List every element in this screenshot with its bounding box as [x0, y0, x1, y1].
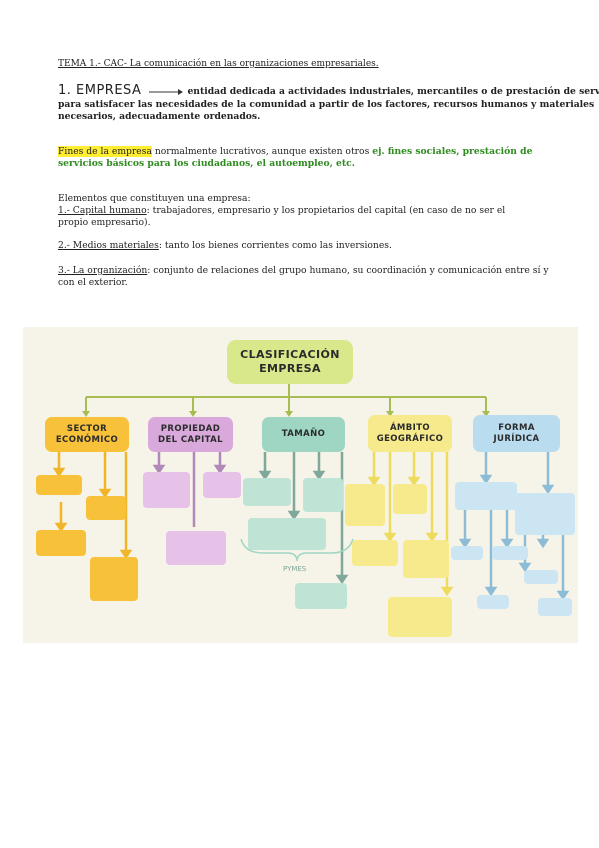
document-title-text: TEMA 1.- CAC- La comunicación en las org…	[58, 59, 379, 69]
elemento-1-text: : trabajadores, empresario y los propiet…	[146, 205, 506, 216]
clasificacion-mindmap: CLASIFICACIÓN EMPRESA SECTOR ECONÓMICO P…	[23, 327, 578, 643]
elemento-2-text: : tanto los bienes corrientes como las i…	[158, 240, 392, 251]
forma-subbox	[515, 493, 575, 535]
tamano-subbox	[248, 518, 326, 550]
elemento-3-text2: con el exterior.	[58, 277, 128, 288]
ambito-subbox	[352, 540, 398, 566]
elemento-3: 3.- La organización: conjunto de relacio…	[58, 265, 549, 278]
mindmap-title-line2: EMPRESA	[259, 362, 321, 375]
sector-subbox	[86, 496, 126, 520]
empresa-definition-text1: entidad dedicada a actividades industria…	[187, 86, 599, 97]
ambito-subbox	[403, 540, 449, 578]
mindmap-title-line1: CLASIFICACIÓN	[240, 348, 340, 361]
elemento-2-label: 2.- Medios materiales	[58, 240, 159, 251]
ambito-subbox	[393, 484, 427, 514]
propiedad-subbox	[166, 531, 226, 565]
propiedad-subbox	[143, 472, 190, 508]
tamano-subbox	[295, 583, 347, 609]
fines-label: Fines de la empresa	[58, 146, 152, 157]
category-label: FORMA	[498, 422, 535, 433]
propiedad-subbox	[203, 472, 241, 498]
fines-example1: ej. fines sociales, prestación de	[372, 146, 533, 157]
forma-subbox	[451, 546, 483, 560]
ambito-subbox	[345, 484, 385, 526]
pymes-label: PYMES	[283, 565, 307, 573]
fines-line1: Fines de la empresa normalmente lucrativ…	[58, 146, 532, 159]
empresa-definition-line1: 1. EMPRESA entidad dedicada a actividades…	[58, 83, 599, 99]
category-label: JURÍDICA	[493, 433, 540, 444]
forma-subbox	[538, 598, 572, 616]
empresa-definition-line3: necesarios, adecuadamente ordenados.	[58, 111, 261, 122]
elementos-intro: Elementos que constituyen una empresa:	[58, 193, 251, 204]
category-forma-juridica: FORMA JURÍDICA	[473, 415, 560, 452]
forma-subbox	[455, 482, 517, 510]
document-title: TEMA 1.- CAC- La comunicación en las org…	[58, 58, 379, 71]
category-tamano: TAMAÑO	[262, 417, 345, 452]
category-label: TAMAÑO	[281, 429, 326, 439]
category-propiedad-capital: PROPIEDAD DEL CAPITAL	[148, 417, 233, 452]
category-label: ÁMBITO	[389, 422, 431, 433]
elemento-1: 1.- Capital humano: trabajadores, empres…	[58, 205, 505, 218]
category-label: SECTOR	[66, 423, 108, 434]
fines-example2: servicios básicos para los ciudadanos, e…	[58, 158, 355, 169]
fines-text: normalmente lucrativos, aunque existen o…	[151, 146, 373, 157]
ambito-subbox	[388, 597, 452, 637]
tamano-subbox	[243, 478, 291, 506]
category-label: PROPIEDAD	[160, 423, 221, 434]
category-label: ECONÓMICO	[55, 434, 119, 445]
elemento-2: 2.- Medios materiales: tanto los bienes …	[58, 240, 392, 253]
mindmap-title: CLASIFICACIÓN EMPRESA	[227, 340, 353, 384]
forma-subbox	[477, 595, 509, 609]
category-sector-economico: SECTOR ECONÓMICO	[45, 417, 129, 452]
forma-subbox	[492, 546, 528, 560]
sector-subbox	[36, 530, 86, 556]
empresa-heading: 1. EMPRESA	[58, 83, 142, 98]
tamano-subbox	[303, 478, 343, 512]
category-ambito-geografico: ÁMBITO GEOGRÁFICO	[368, 415, 452, 452]
sector-subbox	[36, 475, 82, 495]
arrow-right-icon	[149, 88, 184, 95]
elemento-1-label: 1.- Capital humano	[58, 205, 147, 216]
empresa-definition-line2: para satisfacer las necesidades de la co…	[58, 99, 595, 110]
category-label: DEL CAPITAL	[158, 434, 223, 445]
elemento-1-text2: propio empresario).	[58, 217, 151, 228]
elemento-3-label: 3.- La organización	[58, 265, 148, 276]
sector-subbox	[90, 557, 138, 601]
mindmap-connectors	[52, 384, 570, 601]
elemento-3-text: : conjunto de relaciones del grupo human…	[147, 265, 549, 276]
category-label: GEOGRÁFICO	[376, 433, 444, 444]
forma-subbox	[524, 570, 558, 584]
